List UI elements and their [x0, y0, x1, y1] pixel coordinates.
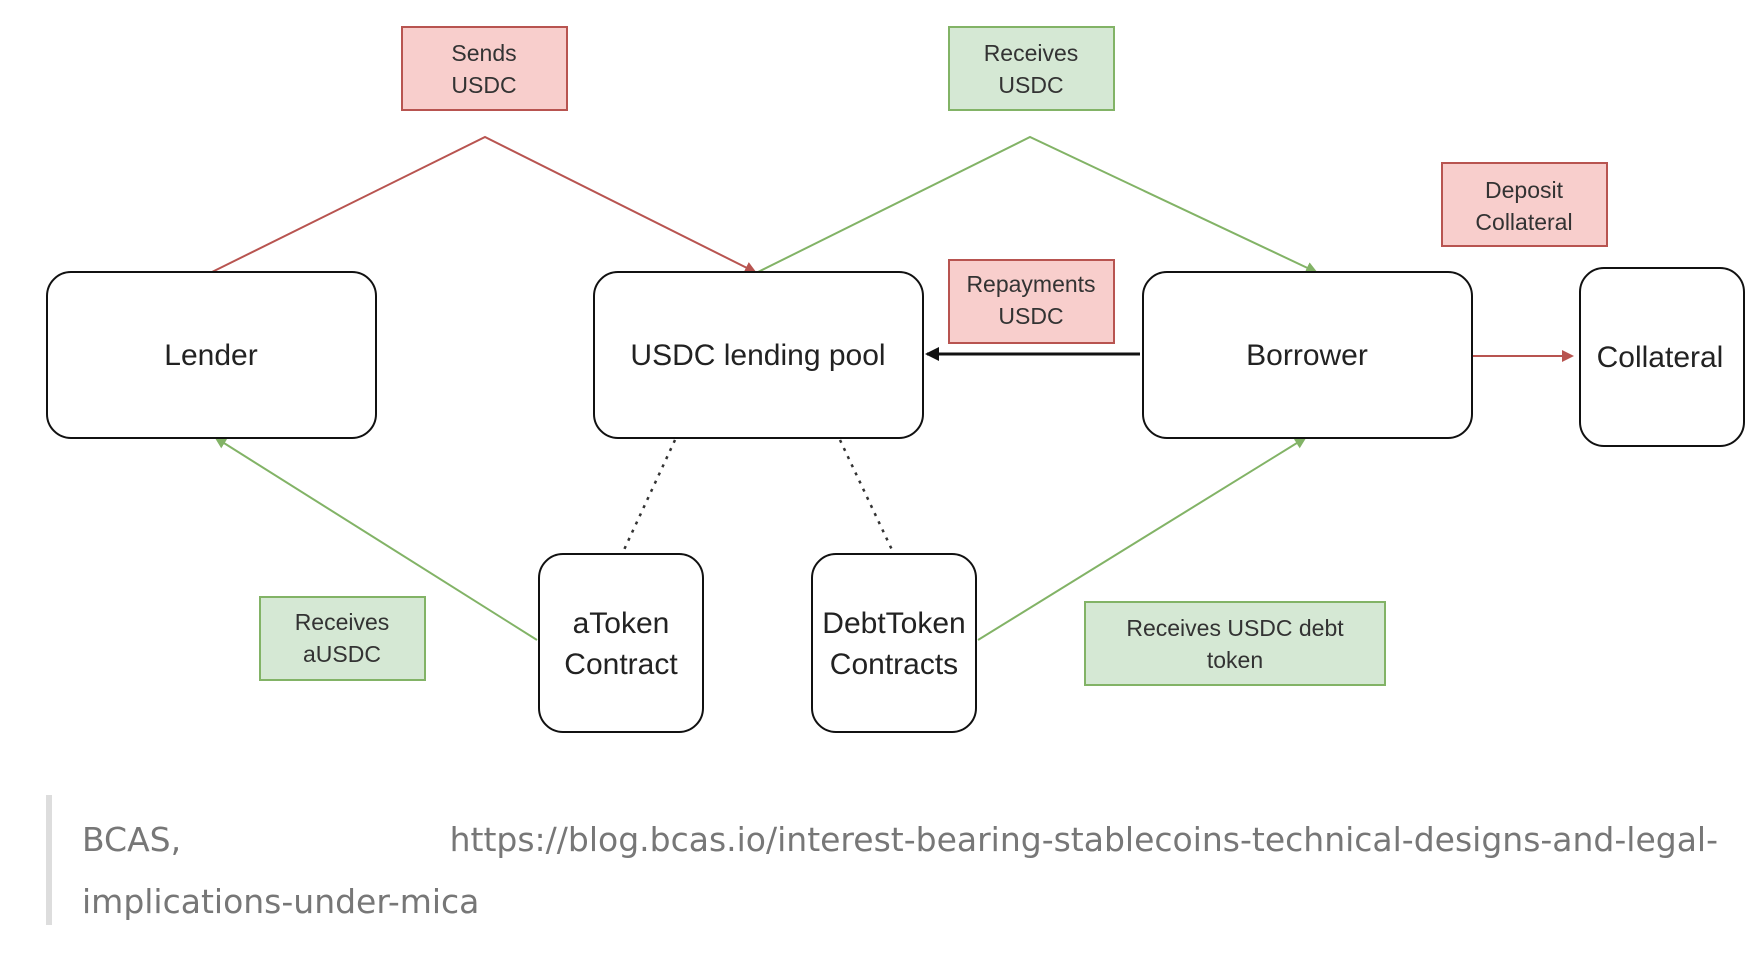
caption-url-line1[interactable]: https://blog.bcas.io/interest-bearing-st…: [449, 820, 1718, 859]
node-debttoken-contracts: DebtToken Contracts: [811, 553, 977, 733]
label-receives-debt-token: Receives USDC debt token: [1084, 601, 1386, 686]
link-pool-debttoken: [838, 439, 895, 553]
node-borrower-label: Borrower: [1246, 339, 1368, 372]
flow-diagram: Lender USDC lending pool Borrower Collat…: [46, 26, 1745, 733]
label-receives-ausdc-line2: aUSDC: [303, 641, 381, 667]
label-receives-usdc-line2: USDC: [998, 72, 1063, 98]
node-atoken-label-line2: Contract: [564, 648, 678, 681]
node-collateral-label: Collateral: [1597, 341, 1724, 374]
label-sends-usdc: Sends USDC: [401, 26, 568, 111]
node-atoken-contract: aToken Contract: [538, 553, 704, 733]
source-caption: BCAS, https://blog.bcas.io/interest-bear…: [46, 795, 1746, 925]
label-receives-usdc-line1: Receives: [984, 40, 1079, 66]
label-deposit-collateral-line2: Collateral: [1475, 209, 1572, 235]
node-lender-label: Lender: [164, 339, 257, 372]
node-collateral: Collateral: [1579, 267, 1745, 447]
node-borrower: Borrower: [1142, 271, 1473, 439]
label-sends-usdc-line2: USDC: [451, 72, 516, 98]
label-receives-ausdc-line1: Receives: [295, 609, 390, 635]
caption-url-line2[interactable]: implications-under-mica: [82, 882, 480, 921]
caption-source: BCAS,: [82, 820, 182, 859]
label-repayments-usdc: Repayments USDC: [948, 259, 1115, 344]
label-deposit-collateral-line1: Deposit: [1485, 177, 1564, 203]
label-receives-debt-token-line2: token: [1207, 647, 1263, 673]
edge-lender-to-pool: [211, 135, 757, 273]
node-lending-pool: USDC lending pool: [593, 271, 924, 439]
link-pool-atoken: [621, 439, 677, 553]
node-debttoken-label-line1: DebtToken: [822, 607, 965, 640]
label-receives-usdc: Receives USDC: [948, 26, 1115, 111]
label-repayments-usdc-line2: USDC: [998, 303, 1063, 329]
edge-atoken-to-lender: [214, 436, 538, 641]
edge-debttoken-to-borrower: [977, 436, 1307, 641]
label-receives-debt-token-line1: Receives USDC debt: [1126, 615, 1344, 641]
caption-line-1: BCAS, https://blog.bcas.io/interest-bear…: [82, 809, 1718, 871]
label-sends-usdc-line1: Sends: [451, 40, 516, 66]
label-deposit-collateral: Deposit Collateral: [1441, 162, 1608, 247]
caption-line-2: implications-under-mica: [82, 871, 1746, 933]
label-repayments-usdc-line1: Repayments: [966, 271, 1095, 297]
node-lending-pool-label: USDC lending pool: [630, 339, 885, 372]
label-receives-ausdc: Receives aUSDC: [259, 596, 426, 681]
node-debttoken-label-line2: Contracts: [830, 648, 958, 681]
node-lender: Lender: [46, 271, 377, 439]
node-atoken-label-line1: aToken: [573, 607, 670, 640]
edge-pool-to-borrower: [757, 135, 1318, 274]
